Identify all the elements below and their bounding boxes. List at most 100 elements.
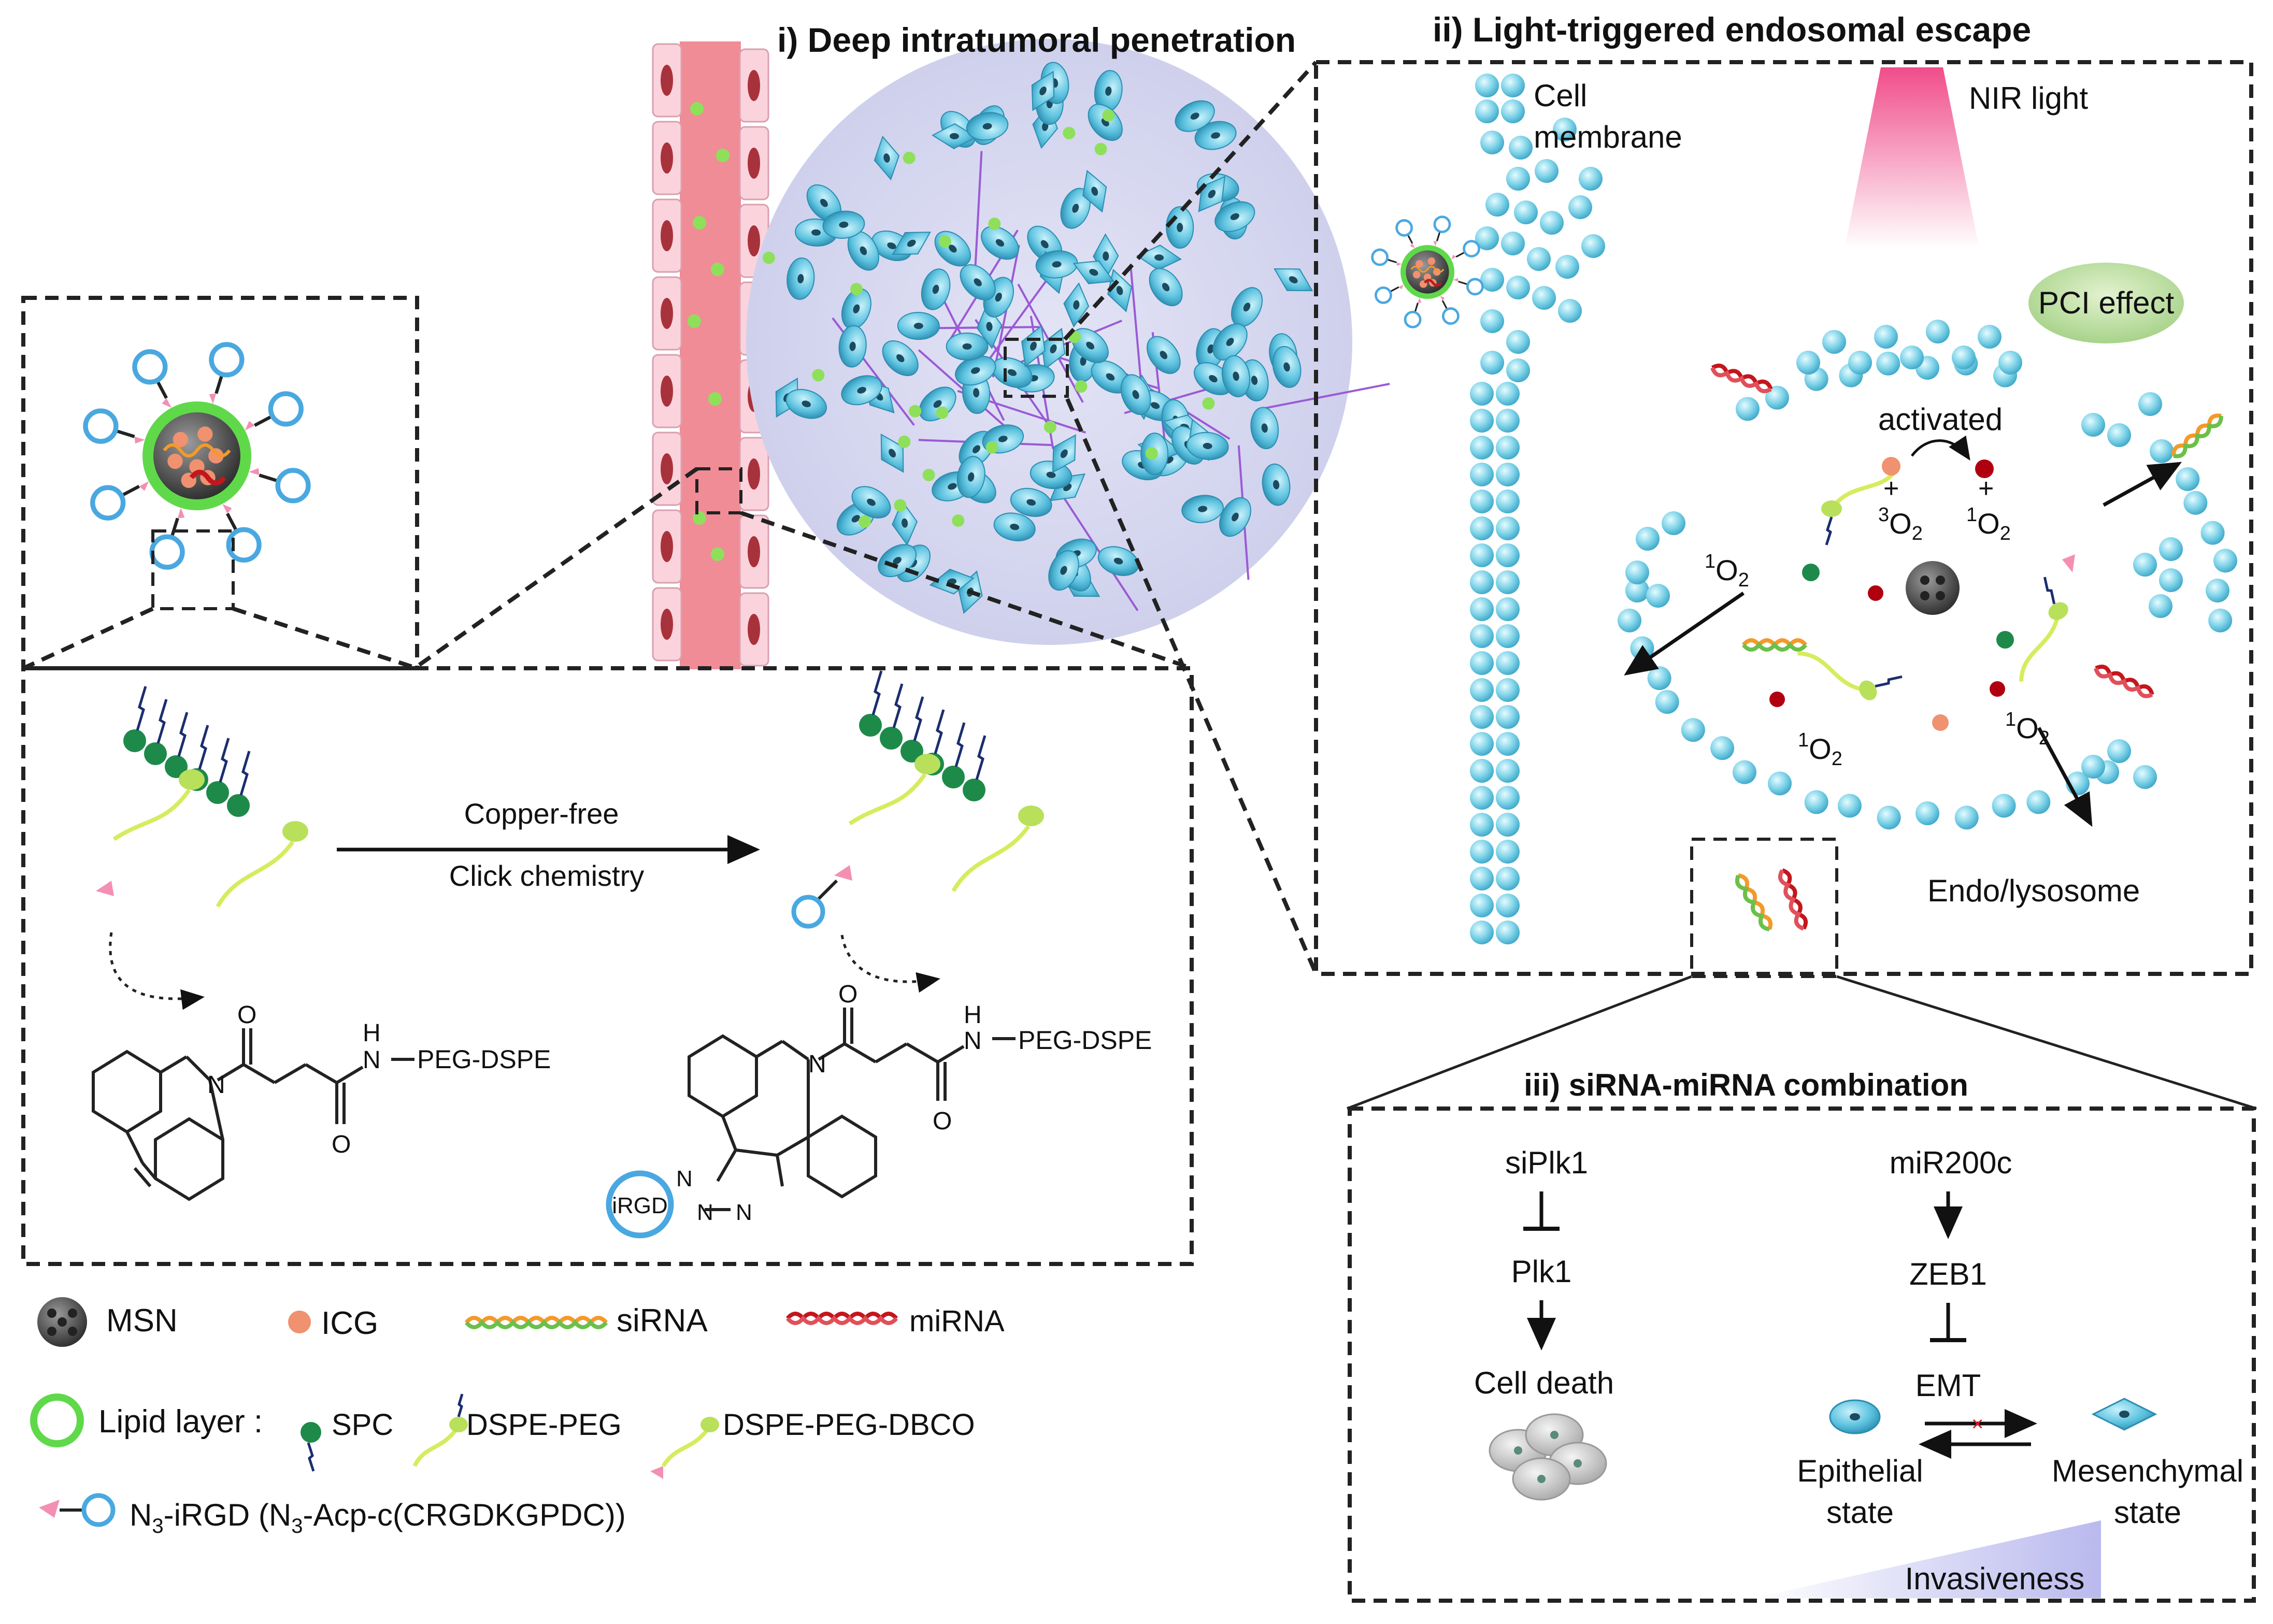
spc-tail (307, 1442, 315, 1472)
irgd-ring (1375, 286, 1392, 304)
peg-tip (245, 421, 255, 430)
spc-tail (934, 709, 945, 754)
cell-nucleus (748, 148, 760, 179)
spc-head (900, 740, 923, 763)
cell-membrane-label-1: Cell (1534, 78, 1587, 113)
dbco-peg-dspe-label: PEG-DSPE (417, 1045, 551, 1074)
cell-nucleus (1132, 390, 1139, 399)
membrane-bead (1496, 597, 1520, 621)
cell-nucleus (1154, 254, 1164, 261)
peg-tip (209, 393, 217, 404)
cell-nucleus (913, 323, 923, 329)
nir-beam (1845, 67, 1979, 249)
cell-nucleus (948, 483, 957, 490)
panel-iii: iii) siRNA-miRNA combination siPlk1 Plk1… (1348, 1068, 2256, 1603)
membrane-bead (1506, 167, 1530, 191)
membrane-bead (1496, 651, 1520, 675)
tumor-cell (976, 304, 1003, 349)
irgd-ring (83, 408, 119, 444)
tumor-cell (892, 500, 918, 546)
tumor-cell (822, 210, 865, 239)
tumor-cell (966, 112, 1009, 141)
cell-nucleus (860, 246, 867, 255)
peg-chain (216, 840, 295, 908)
escaping-bead (1636, 527, 1660, 551)
tumor-cell (1091, 360, 1130, 394)
escaping-bead (2159, 537, 2183, 561)
irgd-ring (1441, 307, 1460, 325)
legend-sirna-icon (464, 1316, 608, 1329)
dbco-tip (96, 881, 114, 896)
peg-tip (1453, 278, 1459, 282)
endosome-bead (1732, 760, 1756, 784)
peg-chain (112, 788, 191, 841)
membrane-bead (1470, 409, 1494, 433)
dbco-structure (92, 1028, 414, 1201)
cell-nucleus (1233, 371, 1239, 381)
peg-head (701, 1417, 719, 1432)
escaping-bead (2159, 568, 2183, 592)
dead-cell-nucleus (1550, 1431, 1559, 1439)
tumor-cell (897, 312, 940, 340)
nanoparticle-dot (1043, 421, 1056, 434)
product-oxygen-top: O (838, 981, 857, 1008)
endosome-bead (1647, 666, 1671, 691)
product-oxygen-bottom: O (933, 1108, 952, 1135)
sirna (1410, 266, 1445, 273)
membrane-bead (1532, 286, 1556, 310)
nanoparticle-dot (1102, 109, 1115, 122)
escaping-bead (2149, 594, 2172, 618)
membrane-bead (1470, 840, 1494, 864)
cell-nucleus (889, 449, 896, 458)
fiber (992, 245, 1020, 378)
endosome-bead (1876, 351, 1900, 376)
nanoparticle-dot (859, 515, 871, 528)
icg-dot (173, 432, 189, 448)
membrane-bead (1496, 543, 1520, 567)
membrane-bead (1506, 358, 1530, 382)
irgd-ring (226, 527, 262, 563)
msn-pore (1936, 576, 1945, 585)
cell-nucleus (1073, 300, 1080, 310)
peg-head (1859, 680, 1877, 700)
cell-nucleus (661, 376, 673, 407)
peg-head (1821, 500, 1842, 517)
endosome-bead (1768, 771, 1792, 796)
cell-nucleus (995, 239, 1005, 247)
tumor-cell (841, 288, 871, 329)
membrane-bead (1496, 490, 1520, 513)
endosome-bead (1796, 351, 1820, 375)
nanoparticle-inset (21, 296, 419, 670)
plk1-label: Plk1 (1511, 1254, 1572, 1289)
nanoparticle-dot (936, 406, 949, 419)
membrane-bead (1506, 276, 1530, 299)
tumor-cell (1175, 100, 1215, 132)
nanoparticle-dot (894, 499, 907, 512)
nanoparticle-dot (1075, 380, 1088, 393)
tumor-cell (1048, 550, 1079, 591)
membrane-bead (1496, 759, 1520, 783)
legend-n3-irgd-icon (39, 1493, 116, 1527)
endosome-bead (1822, 330, 1846, 354)
triplet-oxygen-label: 3O2 (1878, 504, 1923, 544)
spc-head (123, 729, 146, 752)
plus-left: + (1883, 473, 1899, 504)
escaping-bead (2081, 755, 2105, 779)
msn-pore (1920, 591, 1929, 600)
cell-nucleus (887, 242, 896, 250)
msn-pore (68, 1327, 77, 1336)
nanoparticle-dot (988, 217, 1001, 230)
nanoparticle-dot (985, 441, 998, 454)
endosome-bead (1681, 718, 1705, 742)
nanoparticle-dot (903, 151, 916, 164)
cell-nucleus (1026, 499, 1036, 506)
tumor-cell (1219, 497, 1251, 537)
cell-nucleus (748, 536, 760, 567)
cell-nucleus (1177, 223, 1183, 233)
cell-nucleus (661, 65, 673, 96)
triazole-n1: N (676, 1166, 693, 1191)
msn-pore (1920, 576, 1929, 585)
endosome-bead (2176, 467, 2200, 491)
mesenchymal-label-1: Mesenchymal (2052, 1454, 2243, 1488)
mesenchymal-cell-icon (2091, 1398, 2157, 1431)
